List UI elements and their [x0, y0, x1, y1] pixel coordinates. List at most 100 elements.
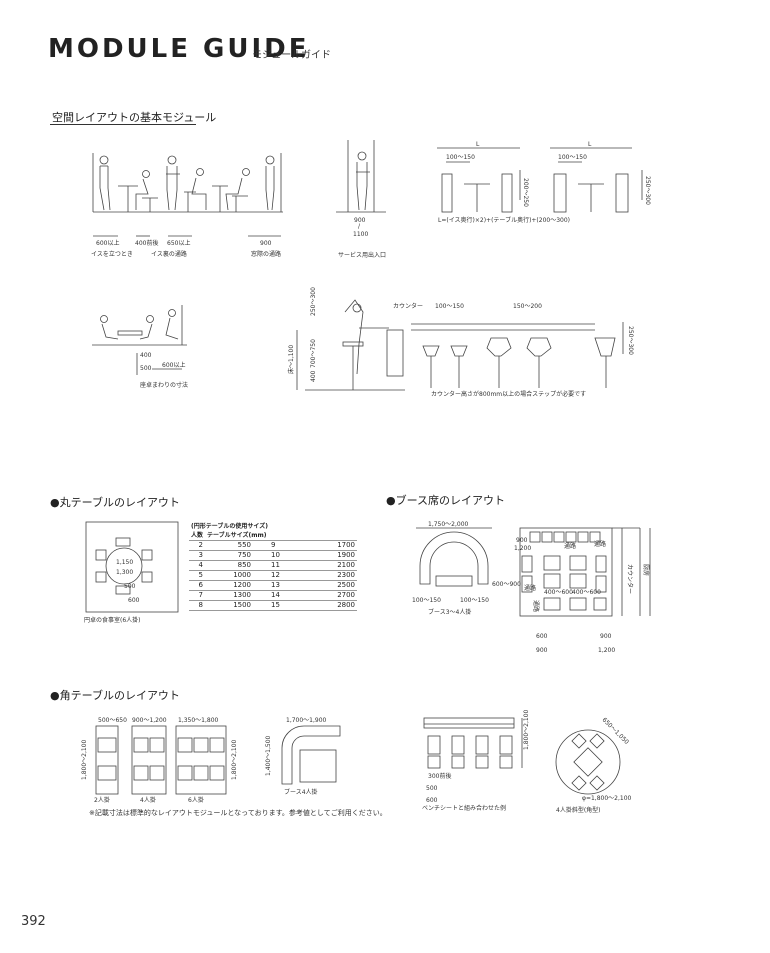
- dim-booth-100a: 100〜150: [412, 597, 441, 604]
- label-kitchen: 厨房: [642, 564, 650, 576]
- formula-L: L=(イス奥行)×2)+(テーブル奥行)+(200〜300): [438, 216, 570, 224]
- dim-counter-250-300: 250〜300: [310, 287, 317, 316]
- dim-round-500: 500: [124, 583, 136, 590]
- dim-1800-c: 1,800〜2,100: [523, 709, 530, 750]
- figure-bench: 1,800〜2,100 300前後 500 600 ベンチシートと組み合わせた例: [422, 709, 530, 812]
- dim-1300: 1,300: [116, 569, 133, 576]
- heading-square-table: ●角テーブルのレイアウト: [50, 689, 180, 702]
- figure-counter: カウンター 100〜150 150〜200 250〜300 700〜750 40…: [287, 287, 634, 398]
- figure-diagonal: 650〜1,050 φ=1,800〜2,100 4人掛斜型(角型): [555, 716, 632, 814]
- dim-booth-1200b: 1,200: [598, 647, 615, 654]
- page-subtitle: モジュールガイド: [252, 50, 331, 61]
- caption-six: 6人掛: [188, 796, 204, 804]
- caption-chair-stand: イスを立つとき: [91, 250, 133, 258]
- figure-zataku: 400 500 600以上 座卓まわりの寸法: [92, 305, 188, 389]
- section-underline: [50, 124, 196, 125]
- col-size: テーブルサイズ(mm): [205, 531, 358, 541]
- dim-900b: 900: [354, 217, 366, 224]
- dim-counter-700-750: 700〜750: [310, 339, 317, 368]
- dim-500-650: 500〜650: [98, 717, 127, 724]
- table-title: (円形テーブルの使用サイズ): [191, 523, 268, 530]
- caption-round-table: 円卓の食事室(6人掛): [84, 616, 141, 624]
- dim-booth-1200: 1,200: [514, 545, 531, 552]
- dim-900: 900: [260, 240, 272, 247]
- label-counter: カウンター: [393, 302, 423, 310]
- dim-200-250: 200〜250: [522, 178, 529, 207]
- figure-seating-clearances: 600以上 400前後 650以上 900 イスを立つとき イス裏の通路 窓際の…: [91, 153, 283, 258]
- dim-1750: 1,750〜2,000: [428, 521, 469, 528]
- label-aisle-4: 通路: [532, 600, 540, 612]
- label-aisle-1: 通路: [564, 542, 576, 550]
- dim-zataku-600: 600以上: [162, 361, 185, 369]
- dim-booth-400a: 400〜600: [544, 589, 573, 596]
- dim-phi: φ=1,800〜2,100: [582, 795, 632, 802]
- counter-note: カウンター高さが800mm以上の場合ステップが必要です: [431, 390, 586, 398]
- caption-window-pass: 窓際の通路: [251, 250, 281, 258]
- dim-100-150-a: 100〜150: [446, 154, 475, 161]
- heading-round-table: ●丸テーブルのレイアウト: [50, 496, 180, 509]
- col-persons: 人数: [189, 531, 206, 541]
- dim-booth-900: 900: [516, 537, 528, 544]
- dim-1800-b: 1,800〜2,100: [231, 739, 238, 780]
- dim-L-right: L: [588, 141, 592, 148]
- heading-booth: ●ブース席のレイアウト: [386, 494, 506, 507]
- dim-100-150-b: 100〜150: [558, 154, 587, 161]
- dim-zataku-500: 500: [140, 365, 152, 372]
- dim-counter-400: 400: [310, 370, 317, 382]
- figure-booth-plan: 900 1,200 通路 通路 通路 通路 カウンター 厨房 600〜900 4…: [492, 527, 651, 654]
- dim-1400-1500: 1,400〜1,500: [265, 735, 272, 776]
- dim-booth-400b: 400〜600: [572, 589, 601, 596]
- dim-300: 300前後: [428, 772, 451, 780]
- dim-250-300: 250〜300: [644, 176, 651, 205]
- dim-counter-100-150: 100〜150: [435, 303, 464, 310]
- dim-600: 600以上: [96, 239, 119, 247]
- caption-service: サービス用出入口: [338, 251, 386, 259]
- caption-four: 4人掛: [140, 796, 156, 804]
- dim-booth-100b: 100〜150: [460, 597, 489, 604]
- caption-booth: ブース3〜4人掛: [428, 608, 471, 616]
- dim-round-600: 600: [128, 597, 140, 604]
- dim-1100: 1100: [353, 231, 368, 238]
- dim-booth-600-900: 600〜900: [492, 581, 521, 588]
- caption-bench: ベンチシートと組み合わせた例: [422, 804, 506, 812]
- dim-booth-900b: 900: [536, 647, 548, 654]
- section-heading-basic: 空間レイアウトの基本モジュール: [52, 111, 217, 124]
- dim-1150: 1,150: [116, 559, 133, 566]
- dim-booth-600b: 600: [536, 633, 548, 640]
- page-title: MODULE GUIDE: [48, 34, 310, 64]
- dim-1350-1800: 1,350〜1,800: [178, 717, 219, 724]
- label-counter-booth: カウンター: [626, 564, 634, 594]
- dim-bench-500: 500: [426, 785, 438, 792]
- dim-L-left: L: [476, 141, 480, 148]
- dim-booth-900c: 900: [600, 633, 612, 640]
- figure-round-table: 1,150 1,300 500 600 円卓の食事室(6人掛): [84, 521, 179, 624]
- figure-booth-arch: 1,750〜2,000 100〜150 100〜150 ブース3〜4人掛: [412, 521, 492, 616]
- dim-zataku-400: 400: [140, 352, 152, 359]
- dim-bench-600: 600: [426, 797, 438, 804]
- figure-square-tables: 500〜650 900〜1,200 1,350〜1,800 1,800〜2,10…: [81, 717, 238, 804]
- dim-400: 400前後: [135, 239, 158, 247]
- caption-diag: 4人掛斜型(角型): [556, 806, 601, 814]
- footnote: ※記載寸法は標準的なレイアウトモジュールとなっております。参考値としてご利用くだ…: [89, 809, 387, 817]
- dim-counter-1100: 床〜1,100: [287, 345, 295, 374]
- dim-counter-250-300b: 250〜300: [627, 326, 634, 355]
- page-number: 392: [21, 914, 46, 929]
- dim-1700-1900: 1,700〜1,900: [286, 717, 327, 724]
- dim-counter-150-200: 150〜200: [513, 303, 542, 310]
- caption-chair-pass: イス裏の通路: [151, 250, 187, 258]
- figure-service-entry: 900 / 1100 サービス用出入口: [336, 140, 386, 259]
- figure-booth4: 1,700〜1,900 1,400〜1,500 ブース4人掛: [265, 717, 341, 796]
- caption-zataku: 座卓まわりの寸法: [140, 381, 188, 389]
- dim-650-1050: 650〜1,050: [601, 716, 631, 746]
- dim-1800-a: 1,800〜2,100: [81, 739, 88, 780]
- caption-booth4: ブース4人掛: [284, 788, 318, 796]
- figure-table-L-formula: L L 100〜150 100〜150 200〜250 250〜300 L=(イ…: [437, 141, 651, 224]
- dim-650: 650以上: [167, 239, 190, 247]
